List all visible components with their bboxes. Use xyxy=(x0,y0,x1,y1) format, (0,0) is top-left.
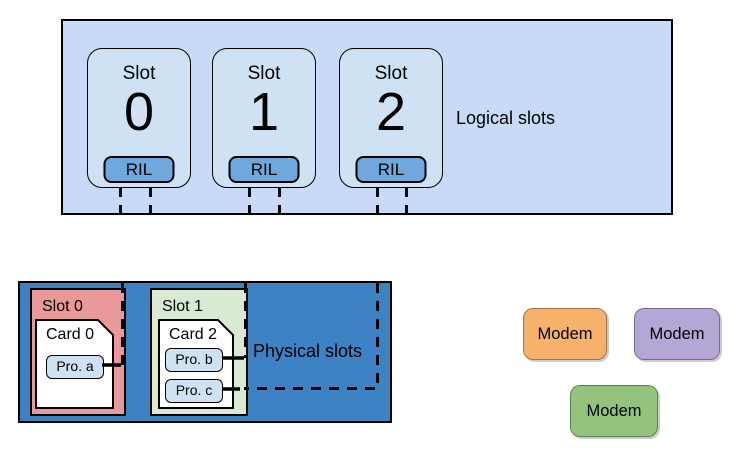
modem-purple: Modem xyxy=(634,308,720,360)
logical-slot-0: Slot 0 RIL xyxy=(87,48,191,188)
logical-slot-0-title: Slot xyxy=(122,63,156,84)
sim-card-2: Card 2 Pro. b Pro. c xyxy=(158,319,234,409)
modem-green: Modem xyxy=(570,385,658,437)
physical-slot-1-label: Slot 1 xyxy=(162,298,203,315)
physical-slot-1: Slot 1 Card 2 Pro. b Pro. c xyxy=(150,288,248,416)
profile-c-chip: Pro. c xyxy=(165,379,223,403)
logical-slot-2-number: 2 xyxy=(375,82,407,142)
logical-slots-container: Slot 0 RIL Slot 1 RIL Slot 2 RIL Logical… xyxy=(61,19,673,215)
ril-badge-1: RIL xyxy=(228,156,300,183)
ril-badge-2: RIL xyxy=(355,156,427,183)
logical-slot-1: Slot 1 RIL xyxy=(212,48,316,188)
profile-b-chip: Pro. b xyxy=(165,348,223,372)
card-0-label: Card 0 xyxy=(46,326,95,343)
modem-orange: Modem xyxy=(523,308,607,360)
card-2-label: Card 2 xyxy=(169,326,218,343)
logical-slot-0-number: 0 xyxy=(123,82,155,142)
logical-slot-2-title: Slot xyxy=(374,63,408,84)
profile-a-chip: Pro. a xyxy=(46,355,104,379)
logical-slot-1-number: 1 xyxy=(248,82,280,142)
sim-card-0: Card 0 Pro. a xyxy=(35,319,114,409)
logical-slots-label: Logical slots xyxy=(456,108,556,128)
logical-slot-1-title: Slot xyxy=(247,63,281,84)
physical-slot-0-label: Slot 0 xyxy=(42,298,83,315)
physical-slots-container: Slot 0 Card 0 Pro. a Slot 1 Card 2 Pro. … xyxy=(18,281,392,423)
physical-slot-0: Slot 0 Card 0 Pro. a xyxy=(30,288,126,416)
logical-slot-2: Slot 2 RIL xyxy=(339,48,443,188)
ril-badge-0: RIL xyxy=(103,156,175,183)
physical-slots-label: Physical slots xyxy=(253,341,363,361)
